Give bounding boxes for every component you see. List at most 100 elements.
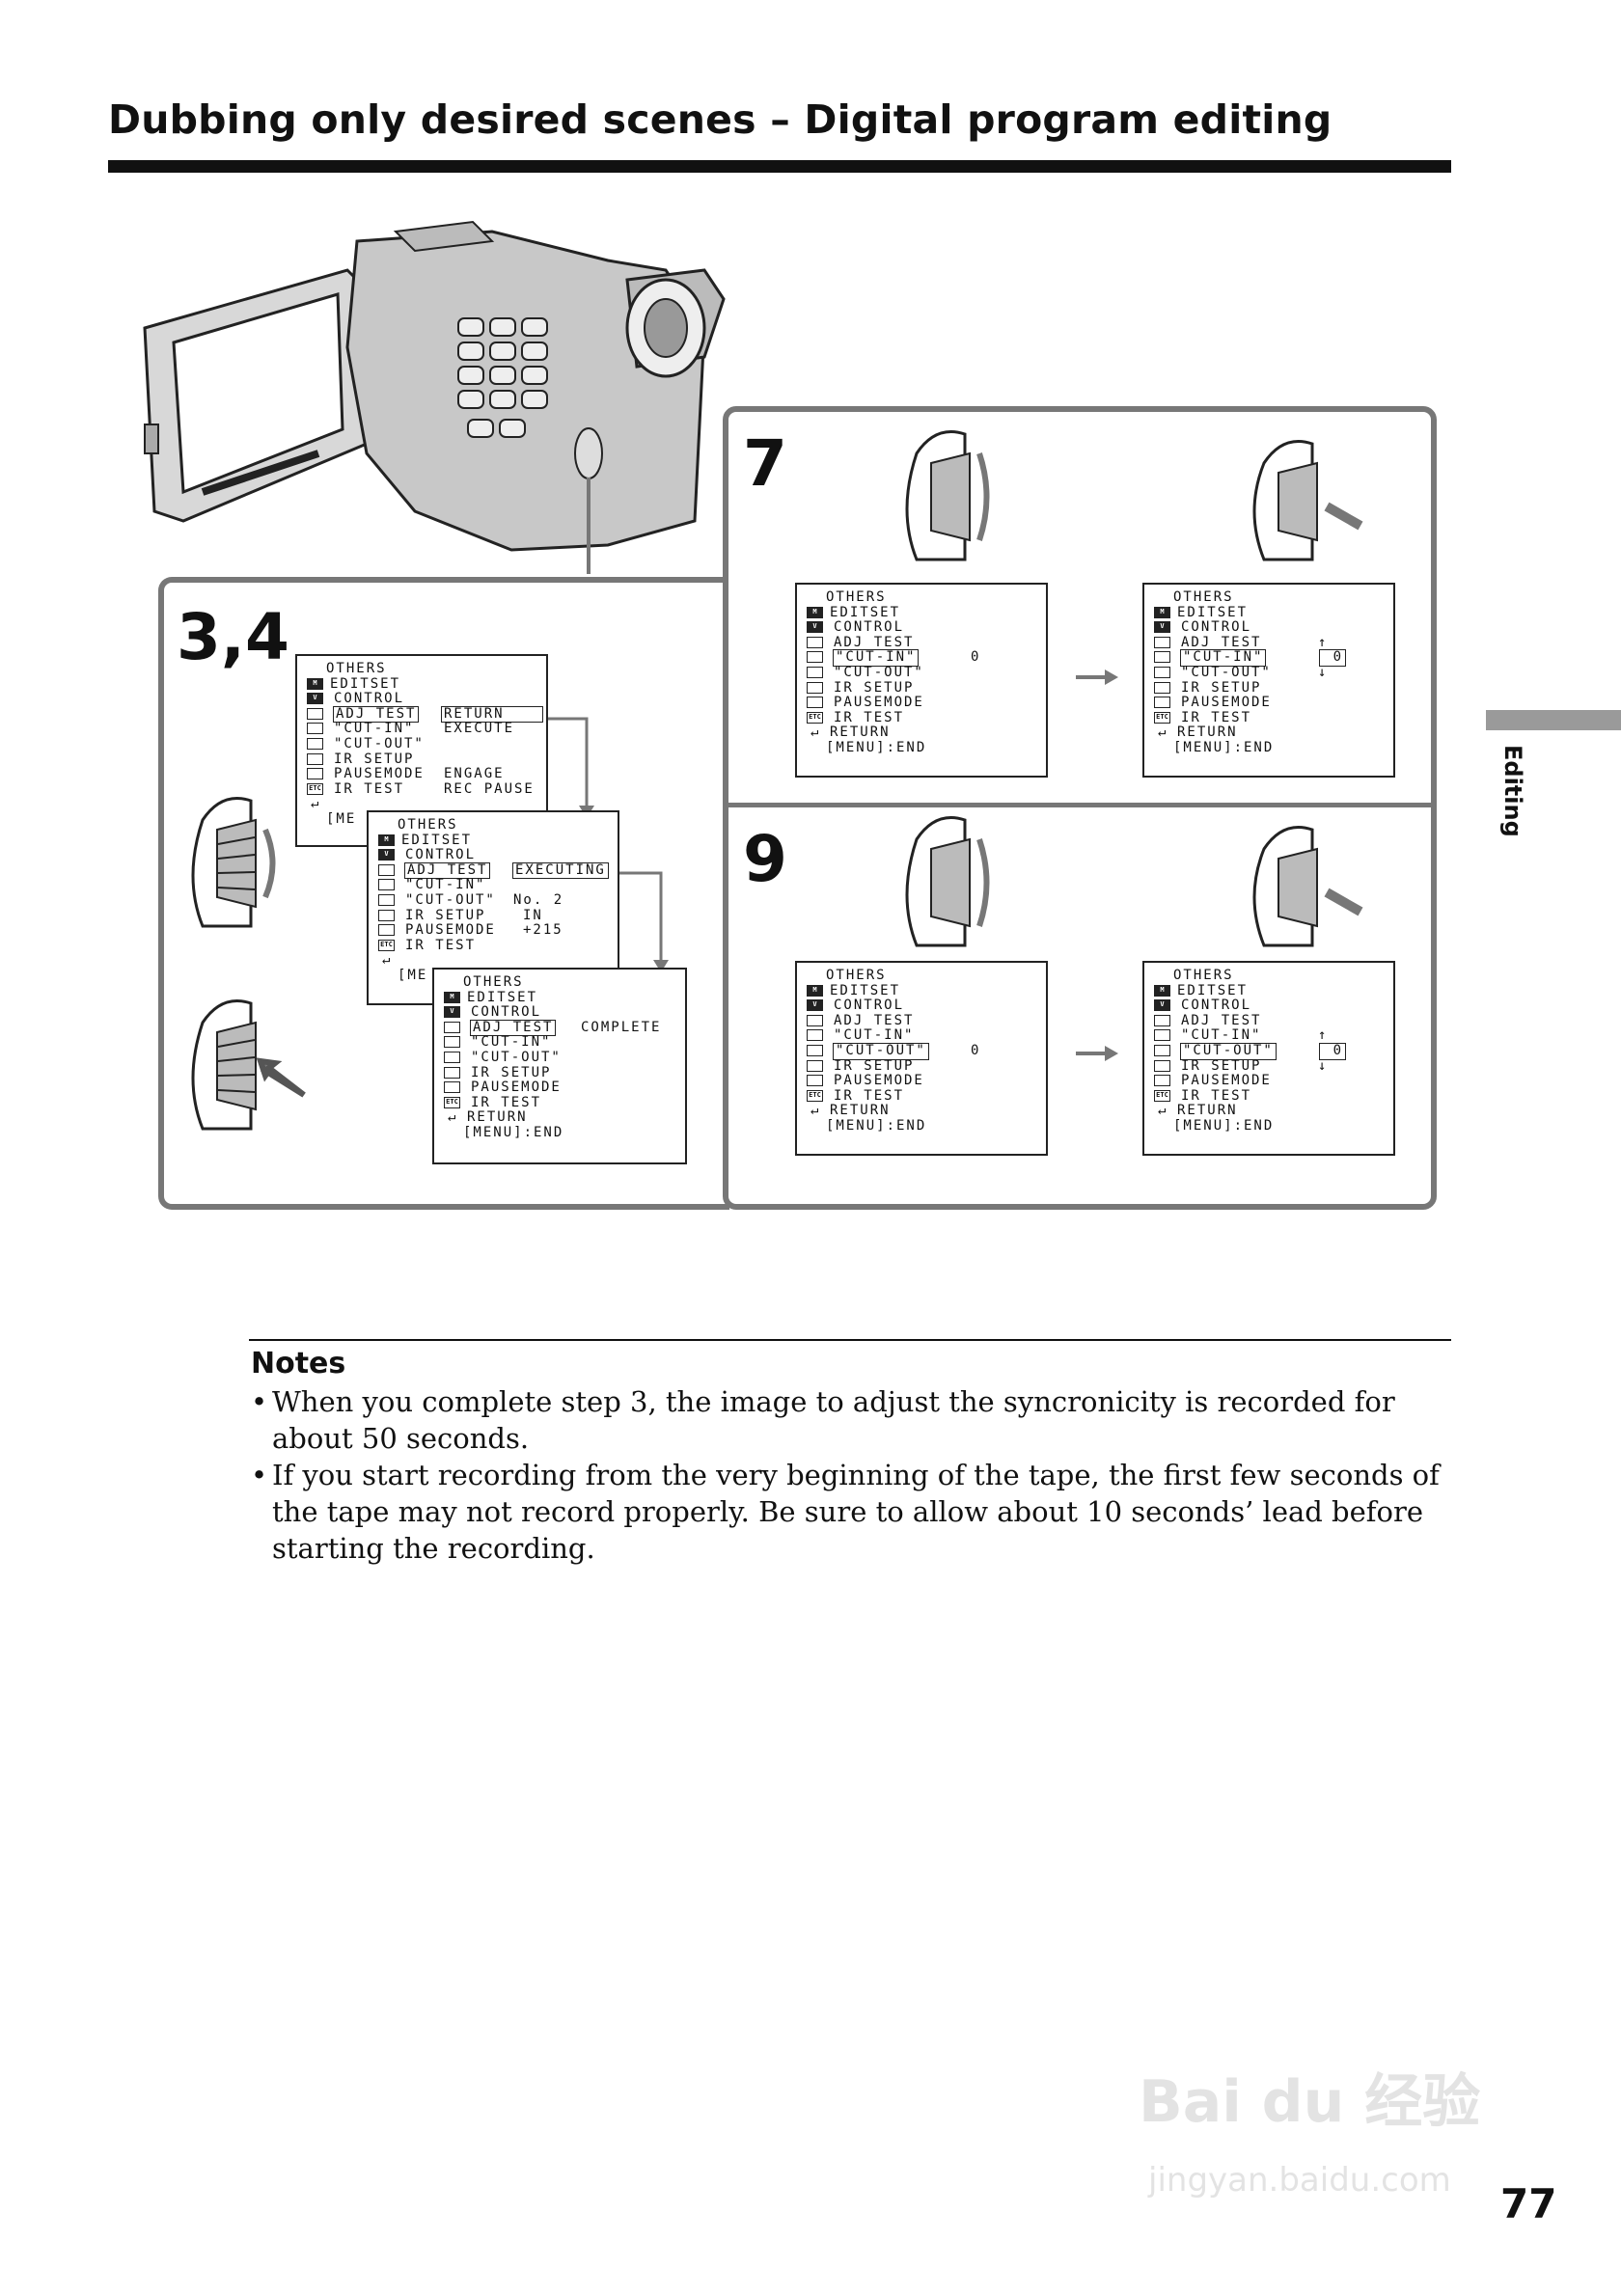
menu-return: RETURN xyxy=(830,1103,891,1119)
tape-icon xyxy=(1154,651,1170,664)
menu-footer: [MENU]:END xyxy=(826,1117,927,1134)
menu-icon: M xyxy=(378,834,395,846)
lcd-icon xyxy=(807,681,823,694)
menu-item-selected: "CUT-IN" xyxy=(1179,649,1267,667)
menu-item: CONTROL xyxy=(471,1004,542,1021)
menu-footer: [MENU]:END xyxy=(463,1124,564,1140)
etc-icon: ETC xyxy=(444,1096,460,1108)
video-icon: V xyxy=(1154,621,1170,634)
tape-icon xyxy=(1154,1029,1170,1042)
menu-header: OTHERS xyxy=(1173,589,1234,605)
menu-item: CONTROL xyxy=(405,847,477,863)
menu-value-executing: EXECUTING xyxy=(512,861,609,880)
menu-item: CONTROL xyxy=(834,998,905,1014)
frame-divider xyxy=(723,803,1437,807)
step-number-9: 9 xyxy=(743,822,787,896)
menu-return: RETURN xyxy=(830,724,891,741)
down-arrow-icon: ↓ xyxy=(1318,664,1329,680)
video-icon: V xyxy=(1154,999,1170,1012)
etc-icon: ETC xyxy=(807,711,823,724)
video-icon: V xyxy=(807,999,823,1012)
menu-header: OTHERS xyxy=(326,661,387,676)
camcorder-illustration xyxy=(143,220,726,574)
arrow-right-icon xyxy=(1076,1046,1118,1061)
menu-item: EDITSET xyxy=(1177,982,1249,998)
etc-icon: ETC xyxy=(1154,1089,1170,1102)
note-text: If you start recording from the very beg… xyxy=(272,1459,1440,1565)
memory-icon xyxy=(807,666,823,678)
menu-value: ENGAGE xyxy=(444,766,505,782)
bullet-icon: • xyxy=(251,1385,268,1418)
menu-item: CONTROL xyxy=(1181,619,1252,636)
menu-item: CONTROL xyxy=(834,619,905,636)
tape-icon xyxy=(378,879,395,891)
toolbox-icon xyxy=(444,1081,460,1094)
menu-value: COMPLETE xyxy=(581,1019,662,1035)
menu-item: IR TEST xyxy=(405,937,477,953)
menu-header: OTHERS xyxy=(463,974,524,990)
etc-icon: ETC xyxy=(1154,711,1170,724)
toolbox-icon xyxy=(1154,1075,1170,1087)
etc-icon: ETC xyxy=(807,1089,823,1102)
return-icon: ↵ xyxy=(810,1103,821,1119)
lcd-icon xyxy=(444,1066,460,1079)
menu-header: OTHERS xyxy=(826,589,887,605)
step-number-7: 7 xyxy=(743,426,787,501)
menu-item: IR SETUP xyxy=(334,751,415,767)
menu-item: ADJ TEST xyxy=(1181,634,1262,650)
memory-icon xyxy=(1154,666,1170,678)
notes-title: Notes xyxy=(251,1347,346,1380)
menu-item-selected: ADJ TEST xyxy=(469,1019,557,1037)
menu-item: ADJ TEST xyxy=(834,634,915,650)
menu-item: IR SETUP xyxy=(834,679,915,696)
memory-icon xyxy=(807,1044,823,1056)
page-title: Dubbing only desired scenes – Digital pr… xyxy=(108,96,1333,143)
menu-item: IR SETUP xyxy=(834,1057,915,1074)
note-item: • When you complete step 3, the image to… xyxy=(251,1383,1447,1457)
up-arrow-icon: ↑ xyxy=(1318,1027,1329,1044)
camera-icon xyxy=(807,1014,823,1026)
menu-header: OTHERS xyxy=(826,968,887,983)
menu-value: RETURN xyxy=(441,705,543,724)
watermark-line1: Bai du 经验 xyxy=(1139,2068,1481,2136)
menu-header: OTHERS xyxy=(1173,968,1234,983)
tape-icon xyxy=(307,723,323,735)
menu-footer: [ME xyxy=(326,810,357,827)
return-icon: ↵ xyxy=(1158,724,1168,741)
menu-value-selected: 0 xyxy=(1319,649,1346,667)
menu-value: IN xyxy=(523,907,543,923)
arrow-right-icon xyxy=(1076,670,1118,685)
camera-icon xyxy=(1154,636,1170,648)
control-dial-press-illustration xyxy=(191,999,306,1131)
step-number-3-4: 3,4 xyxy=(177,600,289,674)
menu-item: IR TEST xyxy=(1181,1087,1252,1104)
menu-item: EDITSET xyxy=(830,604,901,620)
menu-item: IR SETUP xyxy=(471,1064,552,1080)
toolbox-icon xyxy=(307,768,323,780)
menu-return: RETURN xyxy=(467,1109,528,1126)
lcd-icon xyxy=(1154,1059,1170,1072)
menu-value: 0 xyxy=(971,649,981,666)
watermark-logo: Bai du 经验 jingyan.baidu.com xyxy=(1139,2045,1525,2238)
control-dial-press-illustration-7b xyxy=(1252,440,1363,561)
menu-item: PAUSEMODE xyxy=(834,1073,924,1089)
tape-icon xyxy=(807,1029,823,1042)
menu-value-selected: 0 xyxy=(1319,1042,1346,1060)
toolbox-icon xyxy=(1154,697,1170,709)
menu-item: PAUSEMODE xyxy=(1181,1073,1272,1089)
menu-icon: M xyxy=(1154,606,1170,618)
memory-icon xyxy=(378,893,395,906)
menu-item: "CUT-OUT" xyxy=(1181,664,1272,680)
bullet-icon: • xyxy=(251,1459,268,1491)
menu-item: EDITSET xyxy=(467,989,538,1005)
memory-icon xyxy=(1154,1044,1170,1056)
menu-item: PAUSEMODE xyxy=(471,1080,562,1096)
menu-icon: M xyxy=(1154,984,1170,997)
menu-value: EXECUTE xyxy=(444,721,515,737)
menu-item: "CUT-OUT" xyxy=(334,735,425,752)
title-rule xyxy=(108,160,1451,173)
menu-item: "CUT-IN" xyxy=(471,1034,552,1051)
return-icon: ↵ xyxy=(1158,1103,1168,1119)
